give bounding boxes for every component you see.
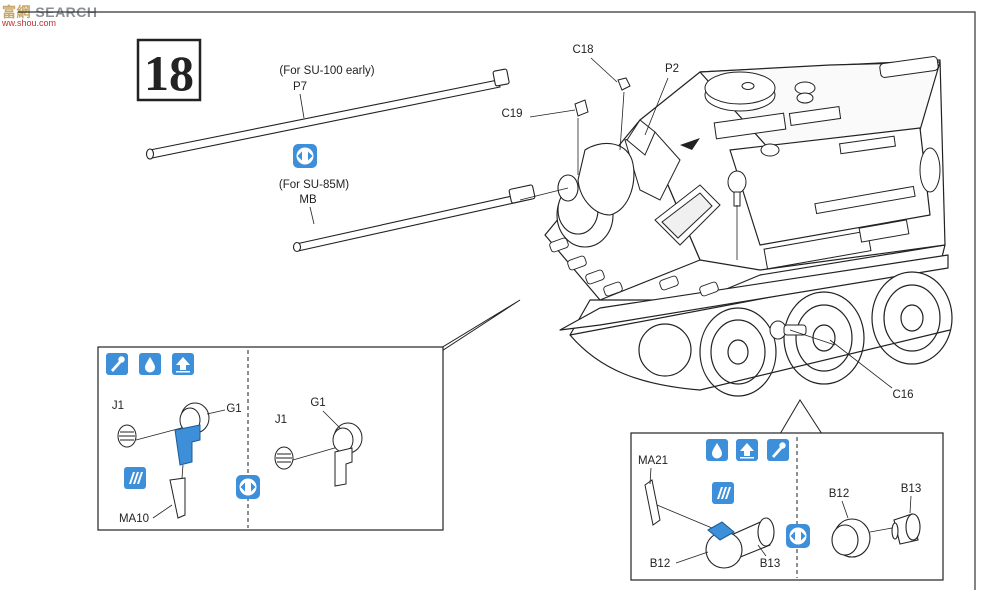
step-number: 18 [144,45,194,101]
front-direction-icon-inset-right [736,439,758,461]
headlight-body-g1-right [332,422,363,487]
gun-mantlet [556,142,635,248]
inset-headlight [97,346,444,531]
watermark-url: ww.shou.com [2,18,57,28]
label-j1-right: J1 [275,414,287,426]
b13-leader-left [757,544,767,557]
ma21-arrow [656,504,713,529]
watermark-logo: 富 [2,4,17,20]
lamp-b12-right [831,518,871,558]
frame-border [18,11,976,590]
label-ma10: MA10 [119,513,149,525]
label-j1-left: J1 [112,400,124,412]
label-c16: C16 [892,389,913,401]
barrel-p7-label: P7 [293,81,307,93]
b12-leader-right [841,500,849,519]
barrel-mb-label: MB [299,194,317,206]
label-c19: C19 [501,108,522,120]
c16-leader [829,339,893,389]
paint-icon [106,353,128,375]
label-ma21: MA21 [638,455,668,467]
label-c18: C18 [572,44,593,56]
c18-leader [590,57,618,83]
bracket-ma10 [169,477,186,519]
c19-leader [529,109,576,118]
alternative-icon [293,144,317,168]
j1-arrow-right [292,446,339,461]
part-c16 [769,320,807,340]
assembly-arrows [519,91,836,346]
p7-leader [299,93,305,119]
label-p2: P2 [665,63,679,75]
label-g1-left: G1 [226,403,241,415]
paint-icon-inset-right [767,439,789,461]
headlight-lens-j1-right [274,446,294,470]
headlight-lens-j1-left [117,424,137,448]
ma10-arrow [181,464,184,479]
arrow-head [680,138,700,150]
alternative-icon-inset-left [236,475,260,499]
cement-icon-inset-right [706,439,728,461]
barrel-mb [292,184,536,253]
mb-leader [309,206,315,225]
ma10-leader [152,504,173,519]
g1-leader-left [206,409,226,415]
label-b12-right: B12 [829,488,849,500]
g1-leader-right [322,410,341,429]
photo-etch-icon-inset-right [712,482,734,504]
label-b13-right: B13 [901,483,921,495]
bracket-ma21 [644,479,661,526]
label-g1-right: G1 [310,397,325,409]
b12-leader-left [675,551,709,564]
roof-details [704,56,941,270]
photo-etch-icon [124,467,146,489]
lamp-b13-right [891,513,921,545]
alternative-icon-inset-right [786,524,810,548]
label-b13-left: B13 [760,558,780,570]
lower-track [569,329,951,391]
part-c18 [617,77,631,91]
b13-arrow-right [869,527,893,533]
ma21-leader [649,467,652,485]
barrel-mb-note: (For SU-85M) [279,179,349,191]
cement-icon [139,353,161,375]
part-p2 [626,119,656,156]
callout-leader-right [779,399,823,435]
lamp-b12-b13-left [705,517,775,569]
headlight-on-hull [727,170,747,207]
barrel-p7 [145,68,510,160]
part-c19 [574,99,589,117]
barrel-p7-note: (For SU-100 early) [279,65,374,77]
b13-leader-right [909,495,912,514]
label-b12-left: B12 [650,558,670,570]
step-number-box [136,38,202,102]
bracket-ma10-blue [174,424,201,466]
track-links [549,237,719,297]
front-direction-icon [172,353,194,375]
p2-leader [644,77,669,136]
